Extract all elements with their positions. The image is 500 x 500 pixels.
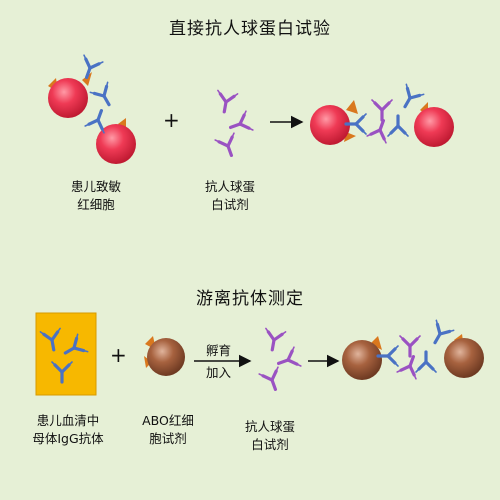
red-blood-cell — [414, 107, 454, 147]
reagent-label: 抗人球蛋 白试剂 — [190, 178, 270, 214]
serum-label: 患儿血清中 母体IgG抗体 — [18, 412, 118, 448]
igg-antibody — [84, 109, 105, 134]
igg-antibody — [376, 345, 399, 367]
ahg-antibody — [399, 335, 421, 358]
red-blood-cell — [48, 78, 88, 118]
antigen-spike — [370, 336, 382, 350]
anti-human-globulin-reagent — [214, 89, 254, 157]
ahg-antibody — [214, 132, 235, 157]
label-line: 红细胞 — [77, 197, 115, 212]
igg-antibody — [433, 319, 455, 345]
label-line: 抗人球蛋 — [204, 179, 255, 194]
igg-antibody — [415, 350, 437, 373]
ahg-antibody — [217, 89, 239, 114]
plus-sign: + — [163, 108, 180, 132]
sensitized-red-cells — [48, 72, 136, 164]
sensitized-cells-label: 患儿致敏 红细胞 — [56, 178, 136, 214]
bridging-antibodies — [344, 83, 425, 144]
igg-antibodies-bound — [83, 54, 111, 134]
label-line: 患儿血清中 — [36, 413, 100, 428]
antigen-spike — [82, 72, 92, 86]
abo-reagent-cell — [144, 336, 185, 376]
label-line: 白试剂 — [251, 437, 289, 452]
label-line: 白试剂 — [211, 197, 249, 212]
ahg-antibody — [229, 110, 254, 131]
add-label: 加入 — [206, 365, 232, 380]
igg-antibody — [403, 83, 425, 109]
bridging-antibodies — [376, 319, 455, 380]
brown-blood-cell — [147, 338, 185, 376]
anti-human-globulin-reagent — [258, 327, 302, 391]
ahg-antibody — [258, 366, 279, 391]
plus-sign: + — [110, 343, 127, 367]
section2-title: 游离抗体测定 — [196, 289, 304, 309]
incubate-label: 孵育 — [206, 343, 232, 358]
agglutinated-cells — [310, 100, 454, 147]
label-line: 母体IgG抗体 — [32, 431, 104, 446]
label-line: 患儿致敏 — [70, 179, 121, 194]
label-line: ABO红细 — [142, 413, 194, 428]
brown-blood-cell — [342, 340, 382, 380]
agglutinated-cells — [342, 334, 484, 380]
igg-antibody — [89, 81, 111, 107]
igg-antibody — [39, 327, 61, 352]
igg-antibody — [344, 113, 367, 135]
abo-cells-label: ABO红细 胞试剂 — [128, 412, 208, 448]
maternal-igg-antibodies — [39, 327, 89, 384]
igg-antibody — [387, 114, 409, 137]
ahg-antibody — [371, 99, 393, 122]
red-blood-cell — [96, 124, 136, 164]
antigen-spike — [346, 100, 358, 114]
label-line: 抗人球蛋 — [244, 419, 295, 434]
brown-blood-cell — [444, 338, 484, 378]
ahg-antibody — [366, 119, 387, 144]
igg-antibody — [83, 54, 104, 79]
section1-title: 直接抗人球蛋白试验 — [169, 19, 331, 39]
label-line: 胞试剂 — [149, 431, 187, 446]
ahg-antibody — [277, 346, 302, 367]
ahg-antibody — [396, 355, 417, 380]
reagent-label: 抗人球蛋 白试剂 — [230, 418, 310, 454]
red-blood-cell — [310, 105, 350, 145]
igg-antibody — [51, 361, 73, 384]
igg-antibody — [63, 333, 89, 355]
ahg-antibody — [265, 327, 287, 352]
